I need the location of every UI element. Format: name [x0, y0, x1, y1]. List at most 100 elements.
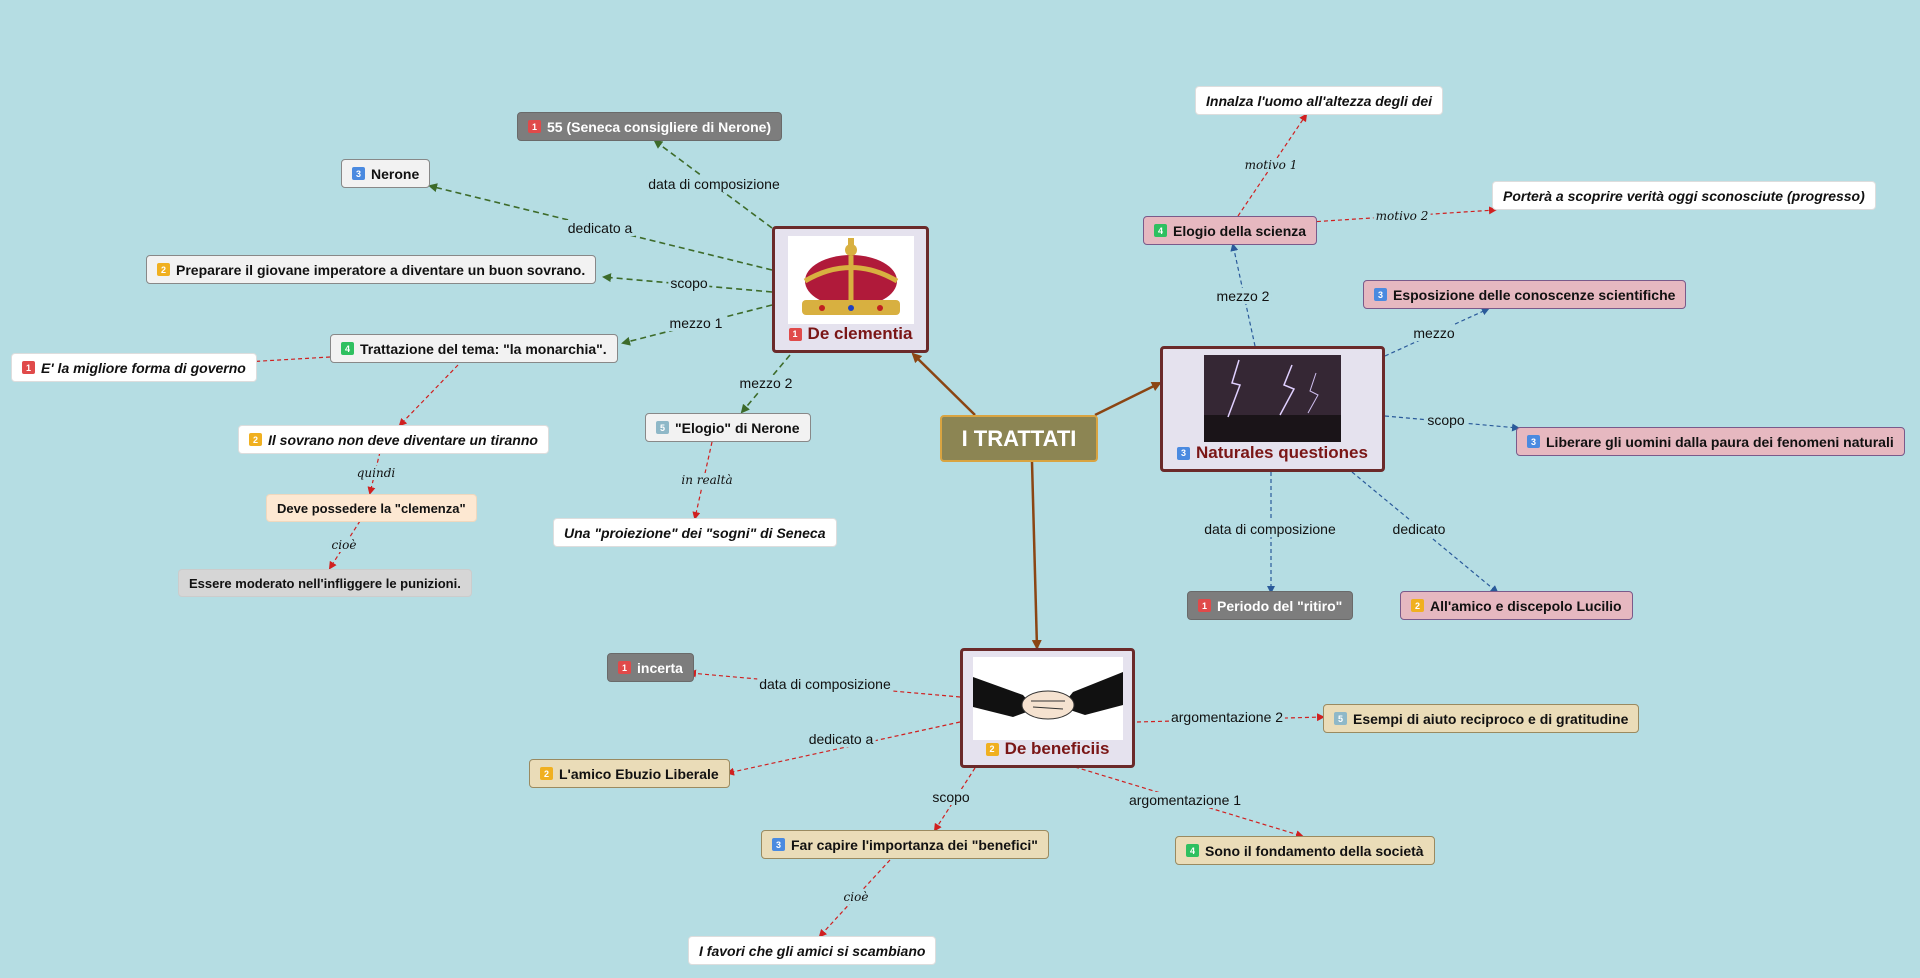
node-text: All'amico e discepolo Lucilio: [1430, 597, 1622, 614]
link-label-naturales-dedicated: dedicato: [1390, 521, 1448, 537]
priority-badge: 3: [352, 167, 365, 180]
node-text: Elogio della scienza: [1173, 222, 1307, 239]
priority-badge: 2: [157, 263, 170, 276]
node-liberare[interactable]: 3 Liberare gli uomini dalla paura dei fen…: [1516, 427, 1905, 456]
node-proiezione[interactable]: Una "proiezione" dei "sogni" di Seneca: [553, 518, 837, 547]
node-migliore-forma[interactable]: 1 E' la migliore forma di governo: [11, 353, 257, 382]
priority-badge: 2: [540, 767, 553, 780]
node-innalza[interactable]: Innalza l'uomo all'altezza degli dei: [1195, 86, 1444, 115]
node-esposizione[interactable]: 3 Esposizione delle conoscenze scientific…: [1363, 280, 1687, 309]
priority-badge: 3: [772, 838, 785, 851]
central-topic[interactable]: I TRATTATI: [940, 415, 1098, 462]
node-text: Innalza l'uomo all'altezza degli dei: [1206, 92, 1433, 109]
priority-badge: 4: [1186, 844, 1199, 857]
node-text: Sono il fondamento della società: [1205, 842, 1424, 859]
topic-naturales-questiones[interactable]: 3 Naturales questiones: [1160, 346, 1385, 472]
node-elogio-scienza[interactable]: 4 Elogio della scienza: [1143, 216, 1318, 245]
node-text: I favori che gli amici si scambiano: [699, 942, 926, 959]
priority-badge: 4: [1154, 224, 1167, 237]
priority-badge: 2: [985, 742, 999, 756]
node-text: Deve possedere la "clemenza": [277, 500, 466, 516]
topic-caption: 2 De beneficiis: [963, 739, 1132, 759]
node-preparare[interactable]: 2 Preparare il giovane imperatore a diven…: [146, 255, 597, 284]
link-central-naturales: [1094, 381, 1162, 417]
topic-title: De beneficiis: [1004, 739, 1110, 758]
link-label-beneficiis-dedicated: dedicato a: [806, 731, 876, 747]
crown-image: [788, 236, 914, 324]
node-periodo-ritiro[interactable]: 1 Periodo del "ritiro": [1187, 591, 1354, 620]
node-date-55[interactable]: 1 55 (Seneca consigliere di Nerone): [517, 112, 783, 141]
node-nerone[interactable]: 3 Nerone: [341, 159, 431, 188]
node-text: Preparare il giovane imperatore a divent…: [176, 261, 586, 278]
topic-de-beneficiis[interactable]: 2 De beneficiis: [960, 648, 1135, 768]
node-trattazione[interactable]: 4 Trattazione del tema: "la monarchia".: [330, 334, 618, 363]
node-incerta[interactable]: 1 incerta: [607, 653, 694, 682]
priority-badge: 3: [1177, 446, 1191, 460]
node-esempi[interactable]: 5 Esempi di aiuto reciproco e di gratitud…: [1323, 704, 1640, 733]
link-label-naturales-means: mezzo: [1411, 325, 1457, 341]
node-lucilio[interactable]: 2 All'amico e discepolo Lucilio: [1400, 591, 1633, 620]
node-text: 55 (Seneca consigliere di Nerone): [547, 118, 772, 135]
link-central-clementia: [911, 352, 976, 416]
link-label-argomentazione1: argomentazione 1: [1126, 792, 1244, 808]
link-label-naturales-date: data di composizione: [1202, 521, 1338, 537]
priority-badge: 1: [22, 361, 35, 374]
node-ebuzio[interactable]: 2 L'amico Ebuzio Liberale: [529, 759, 730, 788]
node-tiranno[interactable]: 2 Il sovrano non deve diventare un tirann…: [238, 425, 549, 454]
node-text: Il sovrano non deve diventare un tiranno: [268, 431, 538, 448]
node-text: Porterà a scoprire verità oggi sconosciu…: [1503, 187, 1865, 204]
link-label-argomentazione2: argomentazione 2: [1168, 709, 1286, 725]
node-text: Trattazione del tema: "la monarchia".: [360, 340, 607, 357]
node-favori[interactable]: I favori che gli amici si scambiano: [688, 936, 937, 965]
node-text: Nerone: [371, 165, 420, 182]
node-portera[interactable]: Porterà a scoprire verità oggi sconosciu…: [1492, 181, 1876, 210]
node-text: Una "proiezione" dei "sogni" di Seneca: [564, 524, 826, 541]
priority-badge: 2: [1411, 599, 1424, 612]
node-text: L'amico Ebuzio Liberale: [559, 765, 719, 782]
node-text: Liberare gli uomini dalla paura dei feno…: [1546, 433, 1894, 450]
priority-badge: 1: [1198, 599, 1211, 612]
link-label-clementia-date: data di composizione: [646, 176, 782, 192]
link-label-in-realta: in realtà: [679, 473, 735, 487]
node-moderato[interactable]: Essere moderato nell'infliggere le puniz…: [178, 569, 472, 597]
link-label-beneficiis-date: data di composizione: [757, 676, 893, 692]
priority-badge: 2: [249, 433, 262, 446]
node-text: Esposizione delle conoscenze scientifich…: [1393, 286, 1676, 303]
link-label-clementia-dedicated: dedicato a: [565, 220, 635, 236]
node-text: Periodo del "ritiro": [1217, 597, 1343, 614]
link-central-beneficiis: [1030, 461, 1042, 650]
link-label-quindi: quindi: [354, 466, 398, 480]
node-text: "Elogio" di Nerone: [675, 419, 800, 436]
link-label-motivo2: motivo 2: [1373, 209, 1431, 223]
topic-title: De clementia: [807, 324, 913, 343]
link-label-clementia-purpose: scopo: [668, 275, 710, 291]
node-clemenza[interactable]: Deve possedere la "clemenza": [266, 494, 477, 522]
link-label-cioe-beneficiis: cioè: [841, 890, 871, 904]
node-text: incerta: [637, 659, 683, 676]
priority-badge: 3: [1374, 288, 1387, 301]
priority-badge: 3: [1527, 435, 1540, 448]
priority-badge: 5: [1334, 712, 1347, 725]
node-text: Esempi di aiuto reciproco e di gratitudi…: [1353, 710, 1629, 727]
lightning-image: [1204, 355, 1341, 442]
link-label-beneficiis-purpose: scopo: [930, 789, 972, 805]
link-label-motivo1: motivo 1: [1242, 158, 1300, 172]
node-fondamento[interactable]: 4 Sono il fondamento della società: [1175, 836, 1435, 865]
link-label-cioe-clementia: cioè: [329, 538, 359, 552]
priority-badge: 4: [341, 342, 354, 355]
link-label-naturales-purpose: scopo: [1425, 412, 1467, 428]
link-label-naturales-means2: mezzo 2: [1214, 288, 1272, 304]
priority-badge: 5: [656, 421, 669, 434]
handshake-image: [973, 657, 1123, 740]
priority-badge: 1: [528, 120, 541, 133]
node-text: E' la migliore forma di governo: [41, 359, 246, 376]
topic-title: Naturales questiones: [1196, 443, 1368, 462]
link-label-clementia-means1: mezzo 1: [667, 315, 725, 331]
topic-caption: 3 Naturales questiones: [1163, 443, 1382, 463]
node-text: Essere moderato nell'infliggere le puniz…: [189, 575, 461, 591]
priority-badge: 1: [618, 661, 631, 674]
node-elogio-nerone[interactable]: 5 "Elogio" di Nerone: [645, 413, 811, 442]
